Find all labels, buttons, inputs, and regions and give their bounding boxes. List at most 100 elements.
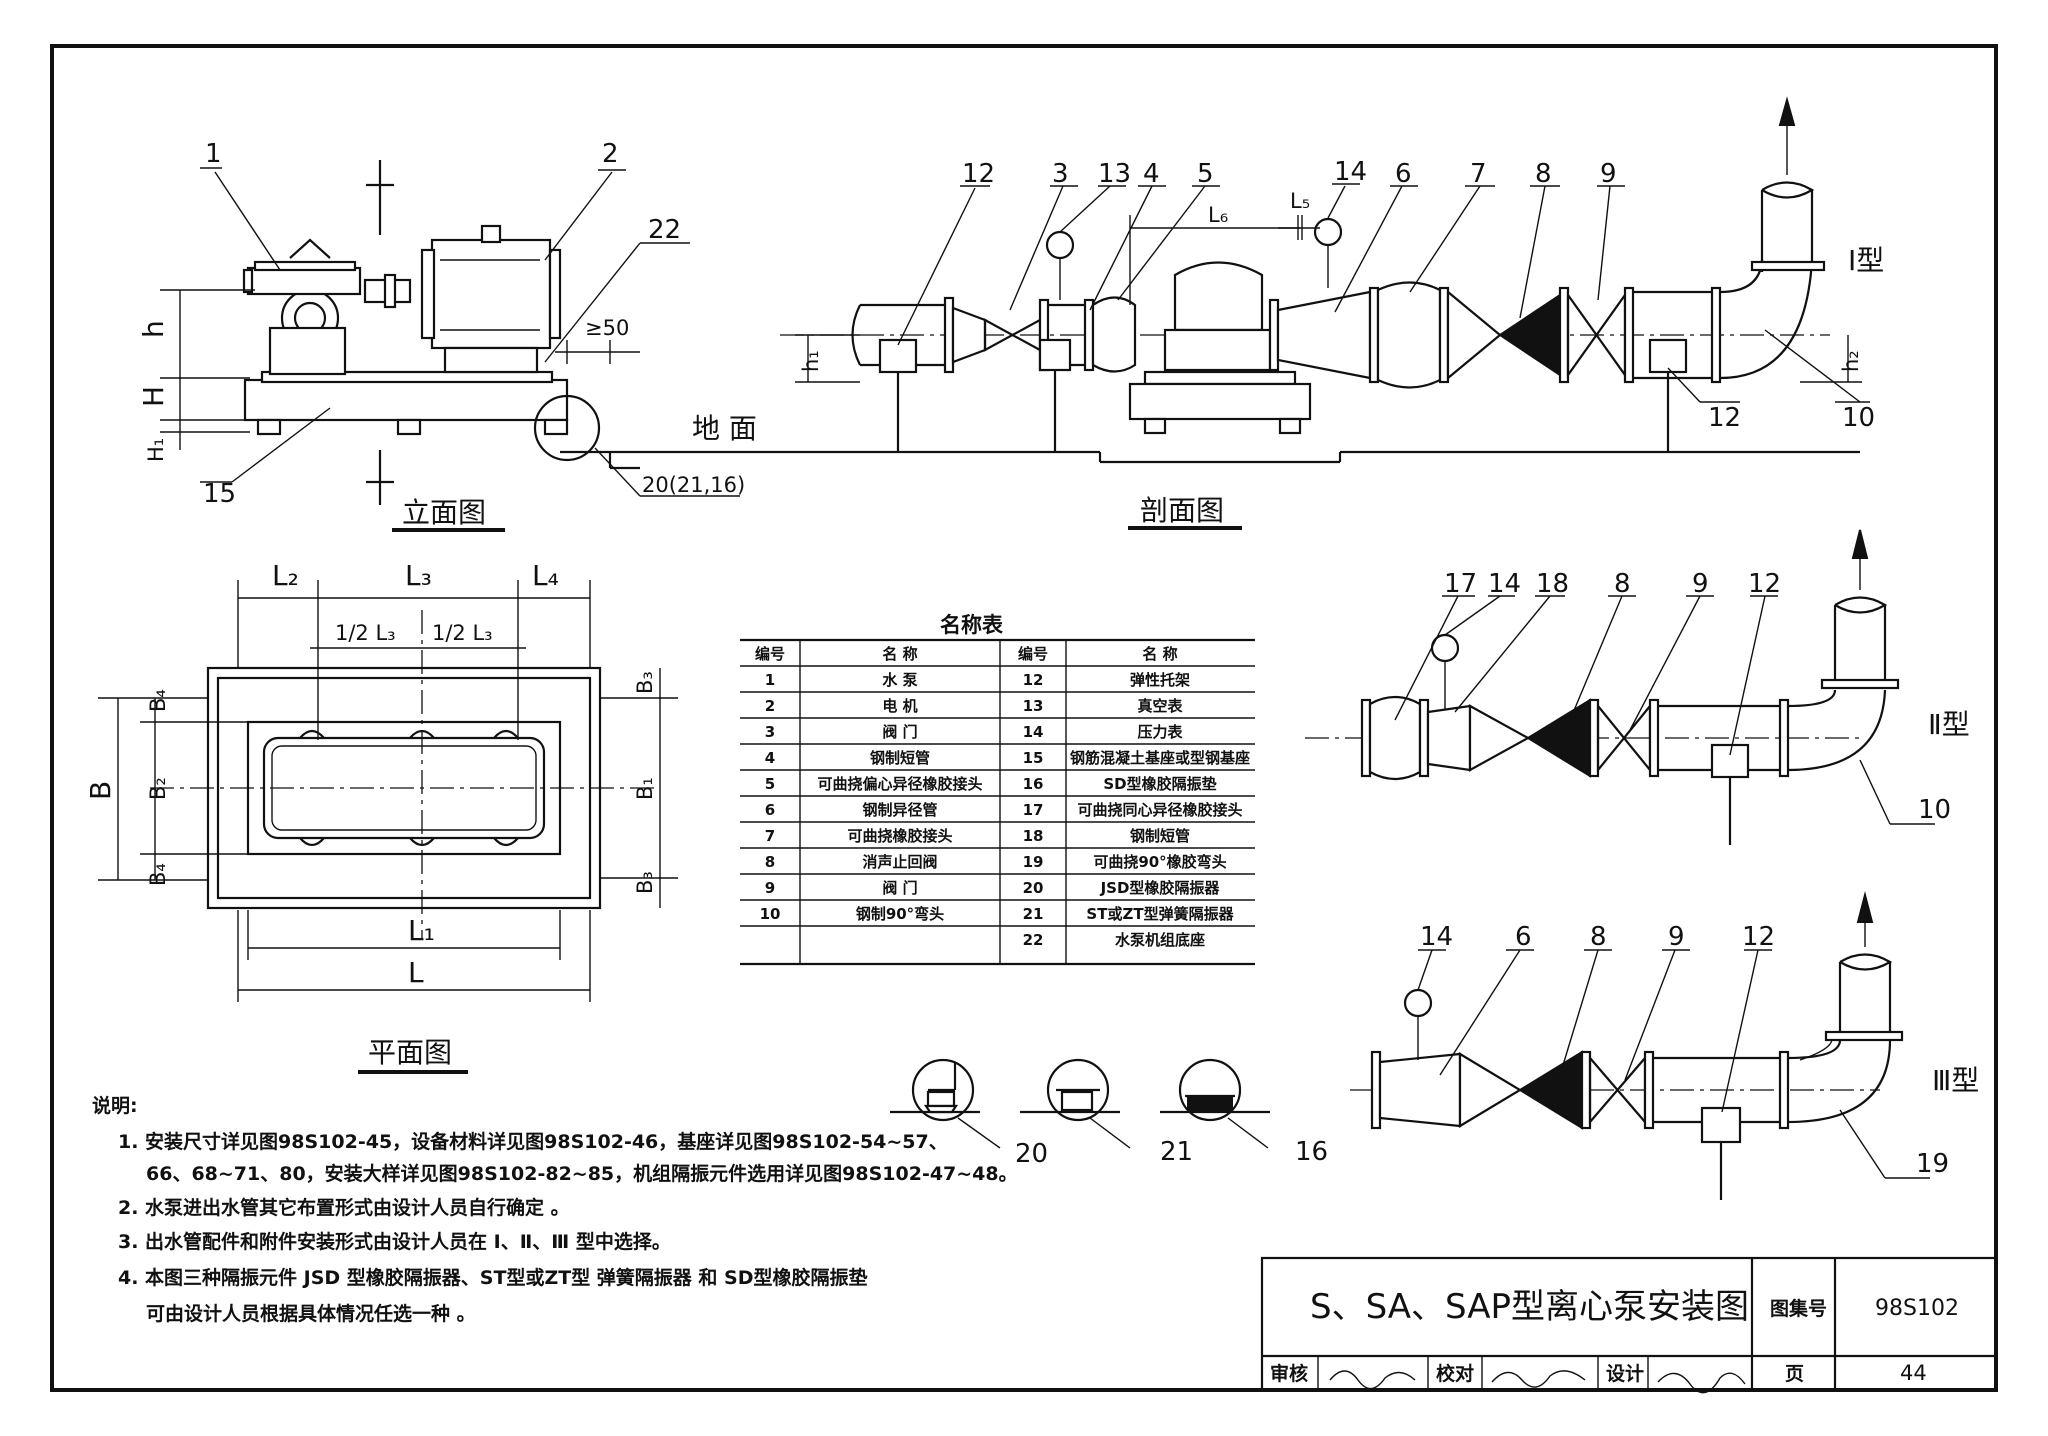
- table-cell: 1: [765, 671, 775, 689]
- section-callout-14: 14: [1334, 157, 1367, 187]
- parts-table-title: 名称表: [940, 613, 1004, 637]
- table-cell: SD型橡胶隔振垫: [1103, 775, 1216, 793]
- plan-view: [98, 580, 678, 1074]
- table-cell: 钢制短管: [1130, 827, 1190, 845]
- drawing-title: S、SA、SAP型离心泵安装图: [1310, 1287, 1749, 1327]
- review-label: 审核: [1270, 1362, 1308, 1385]
- plan-title: 平面图: [368, 1036, 452, 1069]
- table-cell: 22: [1023, 931, 1044, 949]
- table-cell: 7: [765, 827, 775, 845]
- type3-callout-12: 12: [1742, 922, 1775, 952]
- section-callout-6: 6: [1395, 159, 1412, 189]
- table-cell: 水 泵: [882, 671, 917, 689]
- dim-l4: L₄: [532, 559, 559, 592]
- table-cell: 弹性托架: [1130, 671, 1190, 689]
- dim-h1: h₁: [799, 350, 823, 372]
- dim-b3-bottom: B₃: [633, 871, 657, 894]
- section-view: [780, 96, 1870, 530]
- callout-1: 1: [205, 139, 222, 169]
- elevation-view: h H H₁: [137, 160, 800, 532]
- dim-half-l3-a: 1/2 L₃: [335, 621, 396, 645]
- dim-ge50: ≥50: [585, 316, 629, 340]
- callout-15: 15: [203, 479, 236, 509]
- type3-assembly: [1350, 891, 1930, 1200]
- table-cell: 可曲挠同心异径橡胶接头: [1077, 801, 1242, 819]
- dim-l5: L₅: [1290, 189, 1310, 213]
- title-block: [1260, 1256, 1998, 1394]
- type2-callout-14: 14: [1488, 569, 1521, 599]
- dim-b3-top: B₃: [633, 671, 657, 694]
- notes-heading: 说明:: [92, 1094, 138, 1117]
- type2-callout-10: 10: [1918, 795, 1951, 825]
- table-cell: 18: [1023, 827, 1044, 845]
- table-cell: 14: [1023, 723, 1044, 741]
- table-cell: 21: [1023, 905, 1044, 923]
- table-cell: 可曲挠橡胶接头: [847, 827, 952, 845]
- dim-l1: L₁: [408, 914, 435, 947]
- note-line-1: 1. 安装尺寸详见图98S102-45，设备材料详见图98S102-46，基座详…: [118, 1130, 948, 1153]
- isolator-callout-20: 20: [1015, 1139, 1048, 1169]
- note-line-6: 可由设计人员根据具体情况任选一种 。: [146, 1302, 476, 1325]
- section-callout-4: 4: [1143, 159, 1160, 189]
- type2-callout-8: 8: [1614, 569, 1631, 599]
- isolator-callout-21: 21: [1160, 1137, 1193, 1167]
- section-callout-10: 10: [1842, 403, 1875, 433]
- dim-l2: L₂: [272, 559, 299, 592]
- table-cell: 钢筋混凝土基座或型钢基座: [1070, 749, 1250, 767]
- atlas-number: 98S102: [1875, 1296, 1959, 1321]
- table-cell: 可曲挠90°橡胶弯头: [1093, 853, 1226, 871]
- table-cell: 16: [1023, 775, 1044, 793]
- design-label: 设计: [1606, 1363, 1644, 1385]
- table-cell: 钢制异径管: [862, 801, 937, 819]
- dim-l6: L₆: [1208, 203, 1228, 227]
- svg-text:H: H: [137, 386, 170, 407]
- check-label: 校对: [1436, 1362, 1474, 1385]
- type2-callout-18: 18: [1536, 569, 1569, 599]
- type3-label: Ⅲ型: [1932, 1064, 1979, 1097]
- type2-callout-9: 9: [1692, 569, 1709, 599]
- svg-text:h: h: [137, 320, 170, 338]
- type2-label: Ⅱ型: [1928, 708, 1970, 741]
- dim-b4-bottom: B₄: [146, 863, 170, 886]
- dim-b: B: [84, 781, 117, 800]
- table-cell: 水泵机组底座: [1115, 931, 1205, 949]
- callout-2: 2: [602, 139, 619, 169]
- table-cell: 钢制短管: [870, 749, 930, 767]
- table-cell: 真空表: [1137, 697, 1183, 715]
- table-cell: 13: [1023, 697, 1044, 715]
- table-cell: 12: [1023, 671, 1044, 689]
- type3-callout-6: 6: [1515, 922, 1532, 952]
- table-cell: 电 机: [882, 697, 917, 715]
- table-cell: JSD型橡胶隔振器: [1100, 879, 1221, 897]
- atlas-label: 图集号: [1770, 1297, 1827, 1320]
- note-line-4: 3. 出水管配件和附件安装形式由设计人员在 Ⅰ、Ⅱ、Ⅲ 型中选择。: [118, 1230, 671, 1253]
- table-cell: 9: [765, 879, 775, 897]
- elevation-title: 立面图: [402, 496, 486, 529]
- section-callout-12b: 12: [1708, 403, 1741, 433]
- section-callout-8: 8: [1535, 159, 1552, 189]
- type2-callout-12: 12: [1748, 569, 1781, 599]
- type2-assembly: [1305, 529, 1935, 845]
- notes: 说明: 1. 安装尺寸详见图98S102-45，设备材料详见图98S102-46…: [92, 1094, 1018, 1325]
- table-cell: 消声止回阀: [862, 853, 937, 871]
- dim-half-l3-b: 1/2 L₃: [432, 621, 493, 645]
- page-label: 页: [1785, 1363, 1804, 1385]
- type1-label: Ⅰ型: [1848, 244, 1884, 277]
- type2-callout-17: 17: [1444, 569, 1477, 599]
- dim-b1: B₁: [633, 777, 657, 800]
- table-header-cell: 名 称: [882, 645, 917, 663]
- callout-22: 22: [648, 215, 681, 245]
- section-callout-12a: 12: [962, 159, 995, 189]
- sheet-border: [50, 44, 1998, 1392]
- page-number: 44: [1900, 1361, 1927, 1385]
- parts-table-frame: [740, 638, 1255, 966]
- table-cell: 10: [760, 905, 781, 923]
- section-callout-13: 13: [1098, 159, 1131, 189]
- table-cell: 3: [765, 723, 775, 741]
- note-line-2: 66、68~71、80，安装大样详见图98S102-82~85，机组隔振元件选用…: [146, 1162, 1018, 1185]
- section-callout-3: 3: [1052, 159, 1069, 189]
- callout-20-21-16: 20(21,16): [642, 473, 745, 497]
- table-cell: 阀 门: [882, 723, 917, 741]
